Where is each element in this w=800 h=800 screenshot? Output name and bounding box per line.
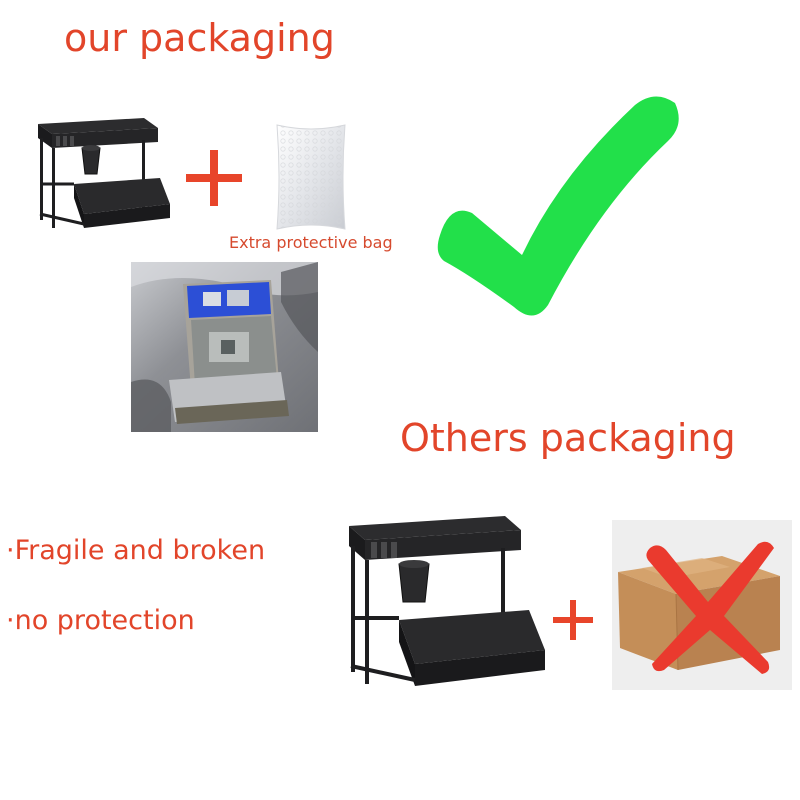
- others-packaging-title: Others packaging: [400, 416, 736, 460]
- check-mark-icon: [437, 96, 679, 316]
- protective-bag-image: [276, 124, 346, 230]
- plus-icon: [186, 150, 242, 206]
- bullet-fragile: ·Fragile and broken: [6, 535, 266, 566]
- packaged-product-photo: [131, 262, 318, 432]
- bullet-no-protection: ·no protection: [6, 605, 195, 636]
- shelf-organizer-image: [38, 118, 170, 228]
- cross-mark-icon: [646, 541, 774, 674]
- our-packaging-title: our packaging: [64, 16, 335, 60]
- protective-bag-caption: Extra protective bag: [229, 233, 393, 252]
- cardboard-box-image: [612, 520, 792, 690]
- shelf-organizer-image: [349, 516, 545, 686]
- plus-icon: [553, 600, 593, 640]
